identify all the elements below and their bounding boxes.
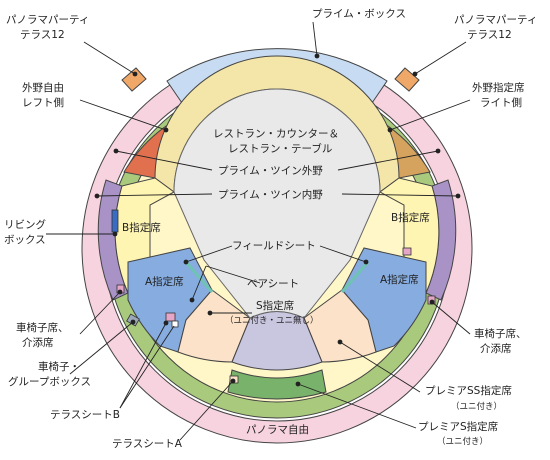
- label-wheelchair-group-2: グループボックス: [8, 375, 91, 388]
- label-living-box-1: リビング: [4, 218, 46, 231]
- label-restaurant-1: レストラン・カウンター＆: [213, 128, 339, 140]
- label-s-reserved-1: S指定席: [256, 299, 294, 312]
- label-pair-seat: ペアシート: [247, 278, 299, 290]
- label-prime-box: プライム・ボックス: [312, 8, 406, 20]
- label-b-reserved-left: B指定席: [122, 221, 161, 234]
- label-wheelchair-right-2: 介添席: [480, 342, 512, 355]
- label-premier-s-1: プレミアS指定席: [418, 420, 498, 433]
- premier-s-section[interactable]: [227, 369, 327, 400]
- label-panorama-party-right-1: パノラマパーティ: [454, 14, 537, 26]
- label-restaurant-2: レストラン・テーブル: [228, 142, 332, 155]
- label-panorama-free: パノラマ自由: [246, 423, 309, 436]
- label-outfield-free-left-2: レフト側: [22, 96, 64, 109]
- label-terrace-b: テラスシートB: [50, 409, 120, 421]
- label-panorama-party-left-1: パノラマパーティ: [6, 14, 89, 26]
- field-area[interactable]: [173, 88, 381, 319]
- label-prime-twin-infield: プライム・ツイン内野: [218, 188, 323, 201]
- label-a-reserved-left: A指定席: [145, 275, 184, 288]
- label-prime-twin-outfield: プライム・ツイン外野: [218, 165, 323, 177]
- label-s-reserved-2: （ユニ付き・ユニ無し）: [225, 315, 319, 326]
- label-panorama-party-left-2: テラス12: [20, 29, 65, 41]
- label-outfield-reserved-right-2: ライト側: [480, 96, 522, 109]
- panorama-party-terrace-right[interactable]: [394, 67, 420, 92]
- panorama-party-terrace-left[interactable]: [121, 67, 147, 92]
- label-a-reserved-right: A指定席: [380, 273, 419, 286]
- label-wheelchair-group-1: 車椅子・: [38, 360, 80, 373]
- label-panorama-party-right-2: テラス12: [467, 29, 512, 41]
- terrace-b-marker-2[interactable]: [171, 320, 179, 328]
- label-b-reserved-right: B指定席: [391, 211, 430, 224]
- field-seat-line-right: [340, 261, 370, 293]
- label-wheelchair-left-1: 車椅子席、: [16, 321, 69, 334]
- terrace-b-marker[interactable]: [165, 312, 176, 322]
- living-box-left[interactable]: [111, 209, 119, 233]
- label-wheelchair-left-2: 介添席: [22, 336, 54, 349]
- label-premier-ss-2: （ユニ付き）: [451, 401, 502, 412]
- label-living-box-2: ボックス: [4, 234, 46, 246]
- label-outfield-reserved-right-1: 外野指定席: [472, 81, 525, 94]
- label-outfield-free-left-1: 外野自由: [22, 81, 64, 94]
- label-premier-ss-1: プレミアSS指定席: [425, 384, 512, 397]
- leader-lines: [46, 21, 471, 441]
- label-terrace-a: テラスシートA: [112, 438, 183, 450]
- label-premier-s-2: （ユニ付き）: [437, 436, 488, 447]
- label-wheelchair-right-1: 車椅子席、: [474, 327, 527, 340]
- label-field-seat: フィールドシート: [232, 240, 316, 252]
- field-seat-line-left: [184, 261, 214, 293]
- a-reserved-right-marker[interactable]: [402, 247, 412, 256]
